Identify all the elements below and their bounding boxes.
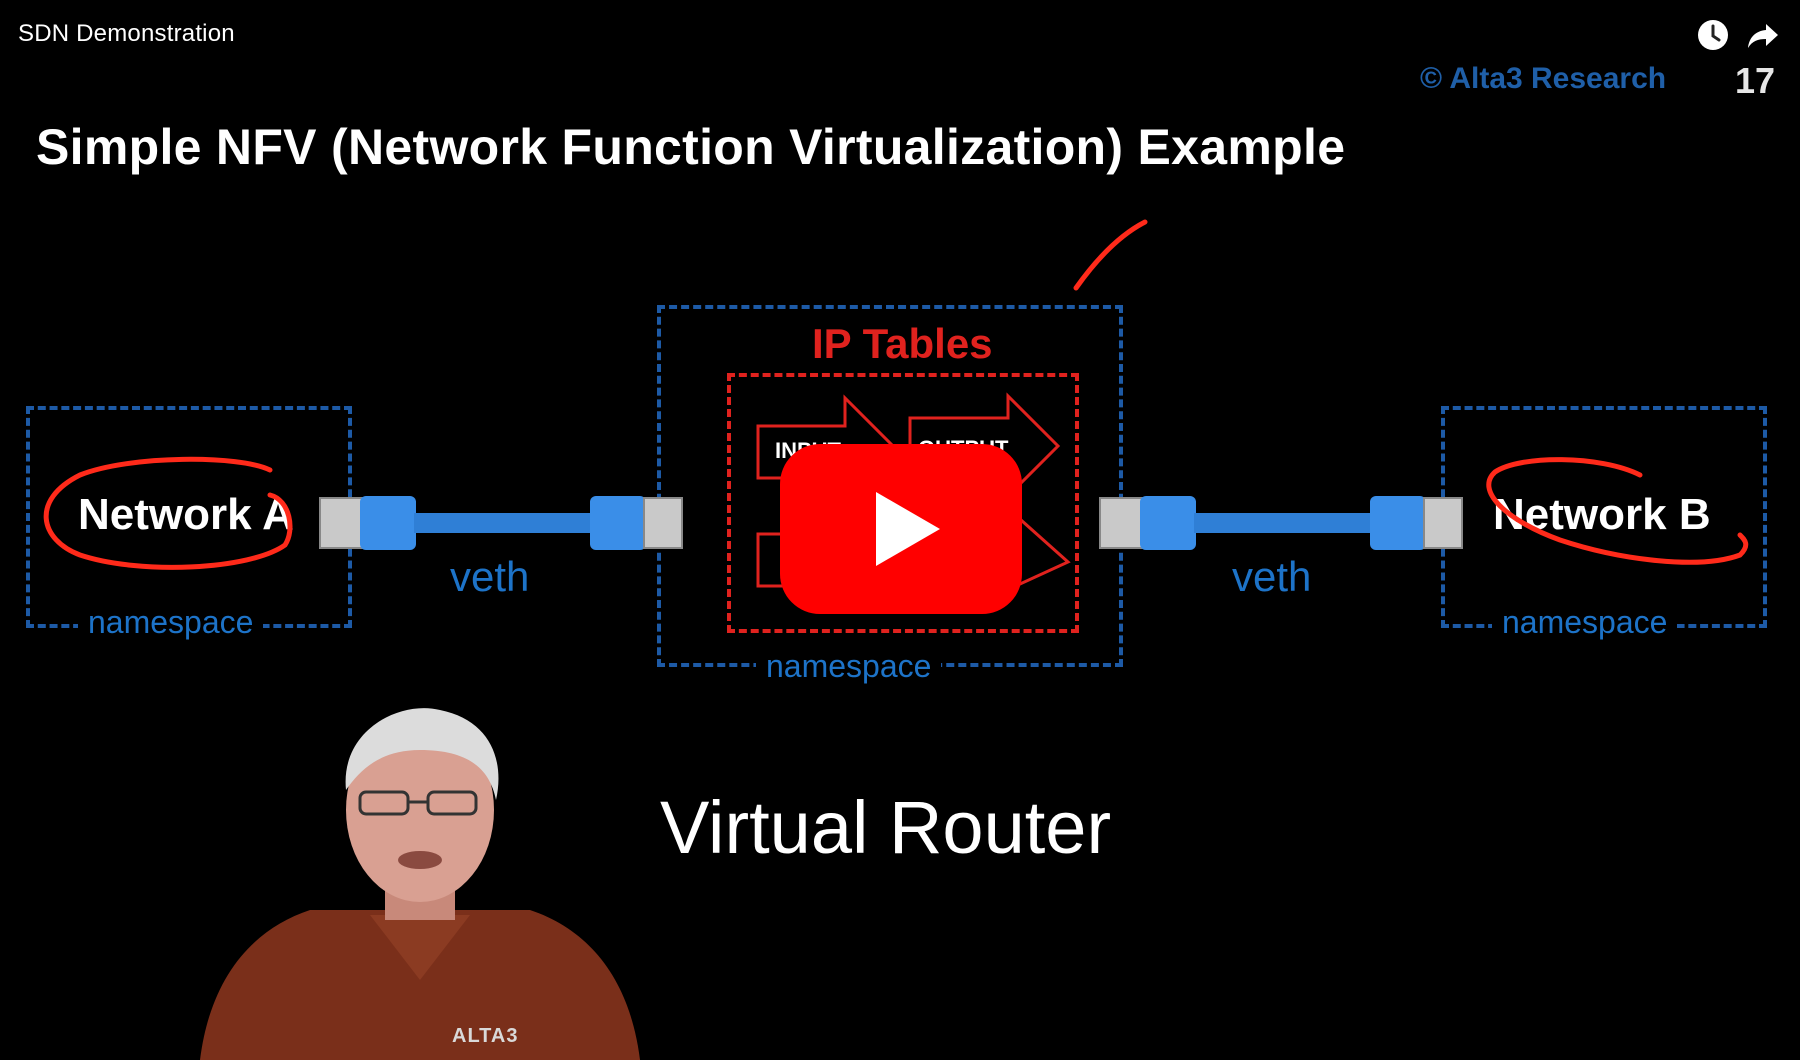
play-button[interactable]	[780, 444, 1022, 614]
video-title[interactable]: SDN Demonstration	[18, 20, 235, 47]
presenter-shirt-logo: ALTA3	[452, 1025, 519, 1047]
slide-caption: Virtual Router	[660, 786, 1112, 869]
left-cable-icon	[319, 496, 683, 550]
clock-icon	[1698, 20, 1728, 50]
right-cable-icon	[1099, 496, 1463, 550]
iptables-title: IP Tables	[812, 320, 993, 367]
namespace-label-right: namespace	[1492, 604, 1678, 641]
slide-title: Simple NFV (Network Function Virtualizat…	[36, 119, 1346, 175]
presenter-image	[200, 708, 640, 1060]
share-button[interactable]	[1744, 16, 1782, 54]
watch-later-button[interactable]	[1694, 16, 1732, 54]
veth-label-right: veth	[1232, 553, 1312, 600]
veth-label-left: veth	[450, 553, 530, 600]
share-arrow-icon	[1748, 24, 1778, 48]
namespace-label-left: namespace	[78, 604, 264, 641]
iptables-box	[727, 373, 1079, 633]
namespace-label-center: namespace	[756, 648, 942, 685]
annotation-slash	[1073, 219, 1148, 291]
player-top-bar: SDN Demonstration	[0, 0, 1800, 70]
youtube-play-icon	[780, 444, 1022, 614]
network-a-label: Network A	[78, 490, 294, 539]
network-b-label: Network B	[1493, 490, 1711, 539]
